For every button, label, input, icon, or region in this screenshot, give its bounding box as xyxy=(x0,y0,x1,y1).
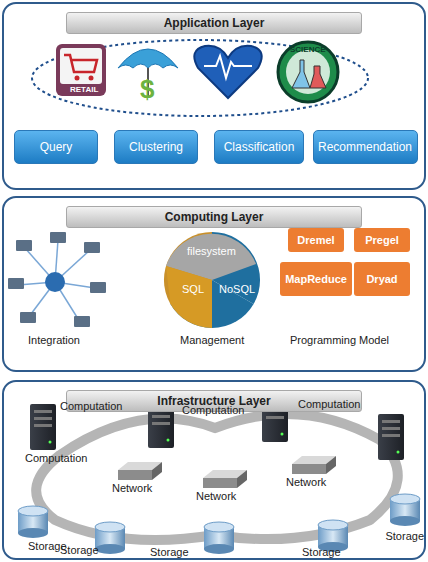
part-label: Storage xyxy=(385,530,424,542)
model-box: Pregel xyxy=(354,228,410,252)
box-label: Dremel xyxy=(297,234,334,246)
task-button: Recommendation xyxy=(313,130,418,164)
part-label: Storage xyxy=(150,546,189,558)
part-label: Network xyxy=(112,482,152,494)
box-label: MapReduce xyxy=(285,273,347,285)
model-box: MapReduce xyxy=(280,262,352,296)
part-label: Integration xyxy=(28,334,80,346)
part-label: SQL xyxy=(182,283,204,295)
part-label: Storage xyxy=(60,544,99,556)
svg-text:$: $ xyxy=(140,74,155,104)
part-label: Computation xyxy=(298,398,360,410)
part-label: filesystem xyxy=(187,245,236,257)
layer-title: Application Layer xyxy=(66,12,362,34)
part-label: Computation xyxy=(60,400,122,412)
part-label: SCIENCE xyxy=(290,45,326,54)
part-label: Storage xyxy=(302,546,341,558)
box-label: Clustering xyxy=(129,140,183,154)
part-label: Computation xyxy=(25,452,87,464)
box-label: Pregel xyxy=(365,234,399,246)
model-box: Dremel xyxy=(288,228,344,252)
part-label: Network xyxy=(196,490,236,502)
box-label: Query xyxy=(40,140,73,154)
box-label: Recommendation xyxy=(318,140,412,154)
part-label: Computation xyxy=(182,404,244,416)
part-label: Programming Model xyxy=(290,334,389,346)
part-label: Management xyxy=(180,334,244,346)
layer-title: Computing Layer xyxy=(66,206,362,228)
layer-panel: Application LayerQuery Clustering Classifi… xyxy=(2,2,426,190)
box-label: Classification xyxy=(224,140,295,154)
part-label: RETAIL xyxy=(70,85,98,94)
task-button: Classification xyxy=(214,130,304,164)
part-label: NoSQL xyxy=(219,283,255,295)
task-button: Clustering xyxy=(114,130,198,164)
part-label: Network xyxy=(286,476,326,488)
task-button: Query xyxy=(14,130,98,164)
model-box: Dryad xyxy=(354,262,410,296)
box-label: Dryad xyxy=(366,273,397,285)
